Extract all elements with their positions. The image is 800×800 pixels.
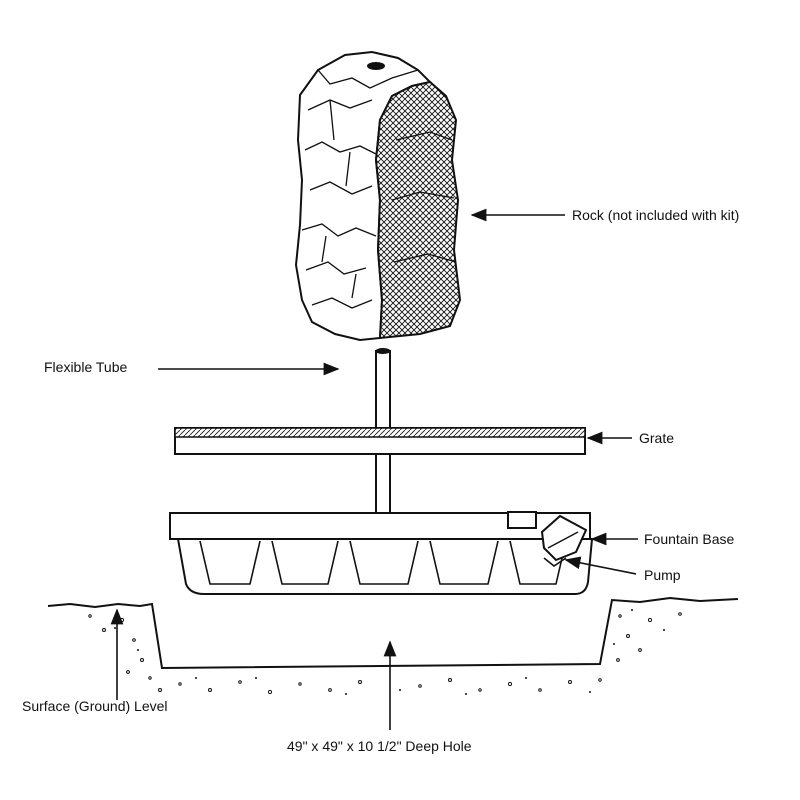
fountain-base-label: Fountain Base bbox=[644, 531, 735, 547]
pump-drawing bbox=[540, 514, 588, 567]
ground-hole-drawing bbox=[47, 596, 739, 695]
rock-label: Rock (not included with kit) bbox=[572, 207, 740, 223]
hole-dimensions-label: 49" x 49" x 10 1/2" Deep Hole bbox=[287, 738, 472, 754]
pump-arrow bbox=[564, 556, 637, 575]
grate-label: Grate bbox=[639, 430, 675, 446]
grate-drawing bbox=[174, 427, 586, 455]
rock-drawing bbox=[294, 50, 462, 342]
fountain-base-drawing bbox=[169, 511, 594, 595]
leader-arrows bbox=[110, 208, 638, 730]
surface-level-label: Surface (Ground) Level bbox=[22, 698, 168, 714]
pump-label: Pump bbox=[644, 567, 681, 583]
flexible-tube-label: Flexible Tube bbox=[44, 359, 128, 375]
